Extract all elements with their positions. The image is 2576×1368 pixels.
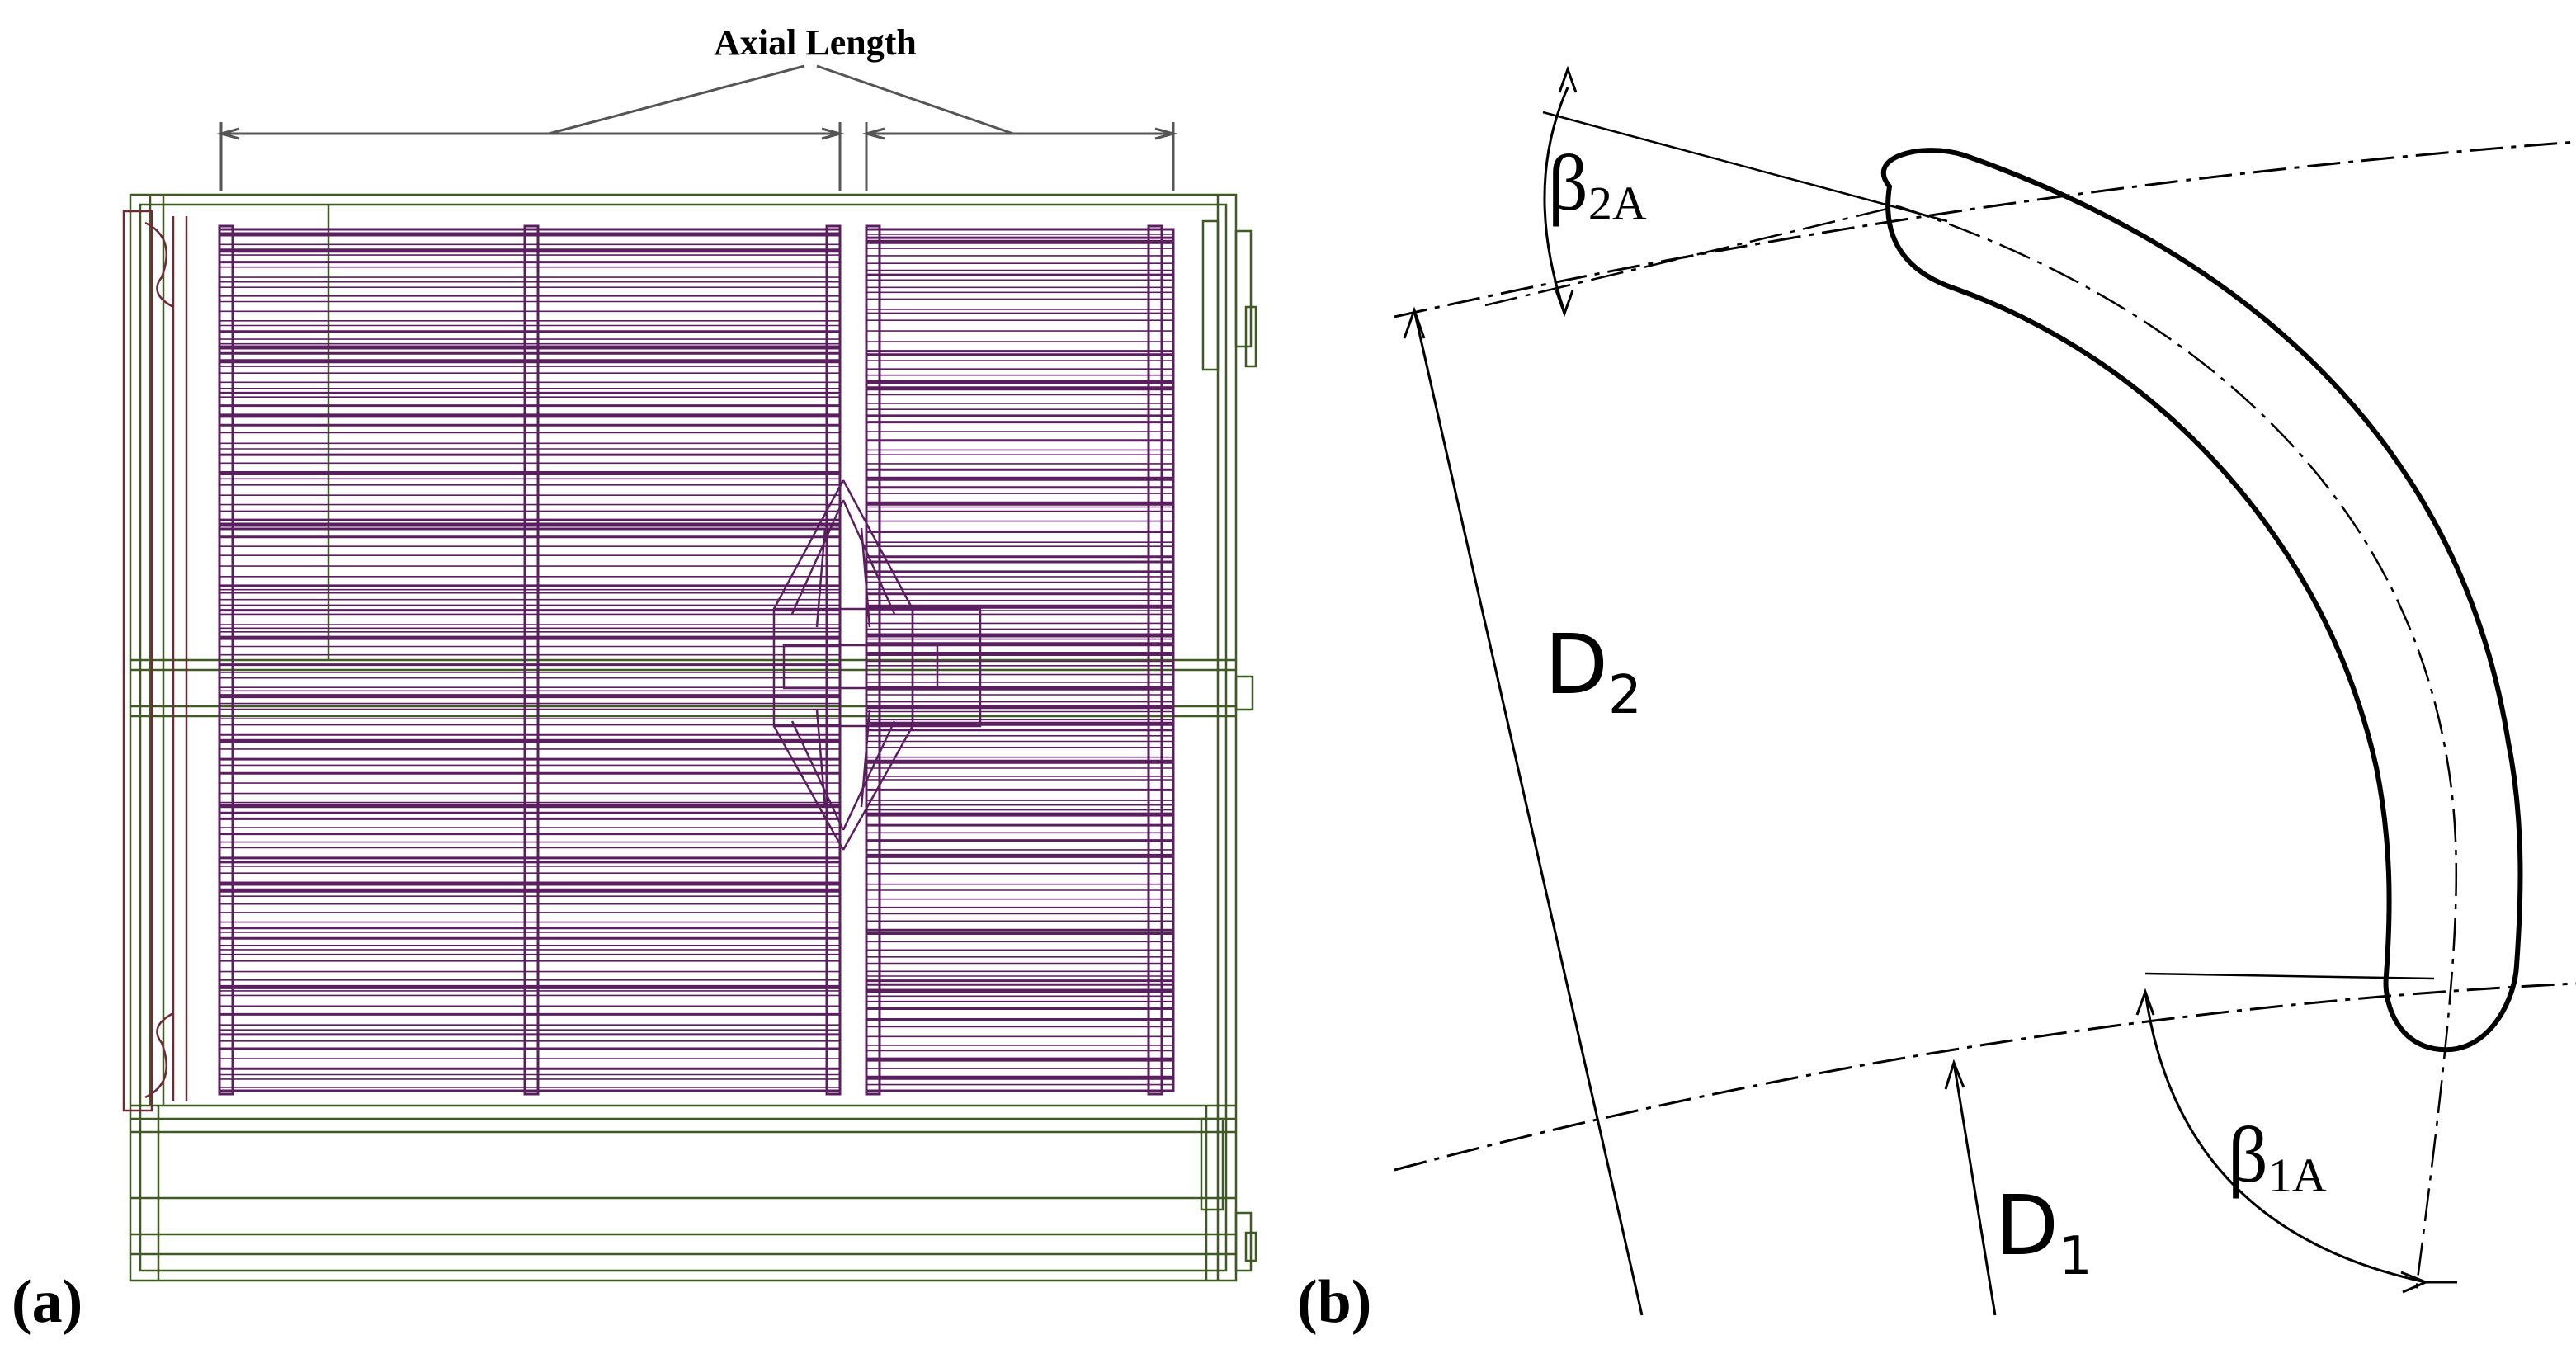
panel-a-label: (a) bbox=[12, 1268, 83, 1336]
camber-line bbox=[1897, 205, 2458, 1293]
axial-length-dimension bbox=[216, 64, 1178, 191]
beta-2a-label: β2A bbox=[1548, 139, 1647, 230]
central-coupling bbox=[772, 479, 982, 851]
beta-2a-arrow-bottom bbox=[1555, 290, 1574, 318]
axial-length-label: Axial Length bbox=[714, 22, 917, 63]
d1-dimension-line bbox=[1952, 1062, 1997, 1316]
left-end-bracket bbox=[122, 210, 188, 1112]
stator-coil-left bbox=[218, 224, 842, 1096]
blade-profile bbox=[1880, 148, 2523, 1053]
d1-arrow bbox=[1944, 1059, 1965, 1090]
inlet-radial-line bbox=[2144, 972, 2435, 980]
d2-dimension-line bbox=[1413, 309, 1644, 1316]
outlet-blade-line bbox=[1542, 111, 1948, 223]
beta-2a-arc bbox=[1543, 87, 1569, 313]
outlet-tangent bbox=[1484, 205, 1899, 307]
outer-diameter-arc bbox=[1394, 140, 2576, 318]
beta-2a-arrow-top bbox=[1558, 65, 1578, 93]
d1-label: D1 bbox=[1995, 1177, 2092, 1287]
panel-a-motor-drawing: Axial Length bbox=[122, 22, 1257, 1282]
motor-housing-frame bbox=[129, 193, 1257, 1282]
d2-label: D2 bbox=[1545, 616, 1642, 726]
panel-b-blade-geometry bbox=[1394, 65, 2576, 1316]
inner-diameter-arc bbox=[1394, 982, 2576, 1172]
beta-1a-arrow-top bbox=[2135, 988, 2155, 1016]
panel-b-label: (b) bbox=[1297, 1268, 1371, 1336]
beta-1a-arc bbox=[2144, 991, 2427, 1284]
stator-coil-right bbox=[865, 224, 1175, 1096]
d2-arrow bbox=[1403, 306, 1426, 339]
beta-1a-label: β1A bbox=[2228, 1111, 2327, 1202]
